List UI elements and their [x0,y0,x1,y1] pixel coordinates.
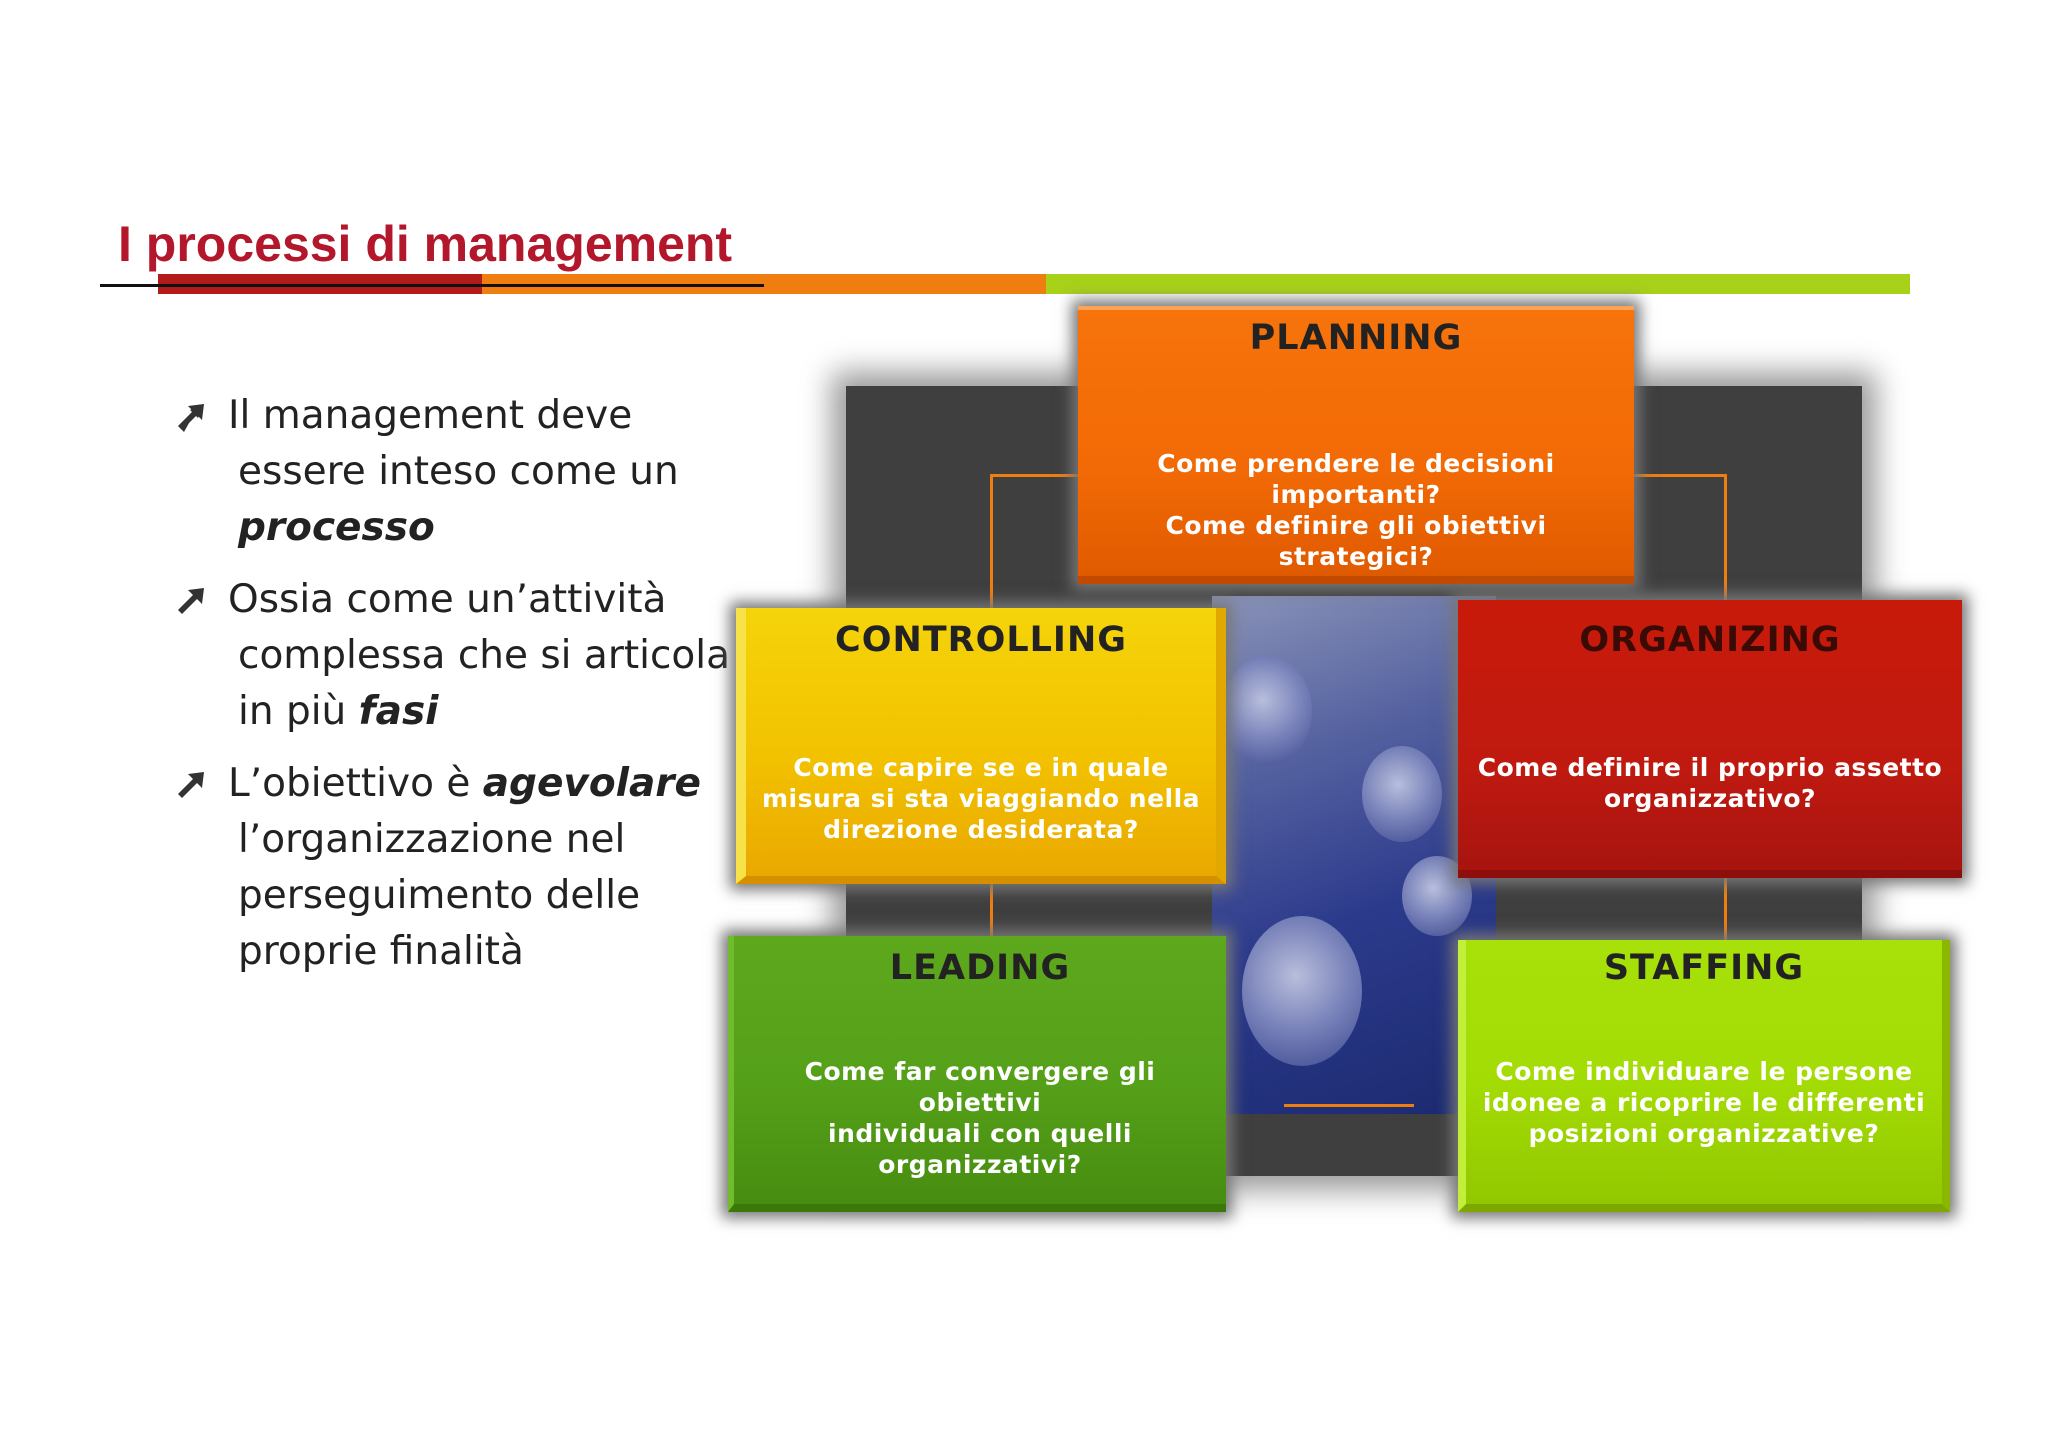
bullet-text: l’organizzazione nel [238,817,626,862]
controlling-title: CONTROLLING [835,620,1127,660]
leading-box: LEADING Come far convergere gli obiettiv… [728,936,1226,1212]
arrow-up-right-icon [178,404,204,432]
title-underline [100,284,764,287]
bullet-emphasis: processo [238,505,435,550]
connector-line [1634,474,1726,477]
bullet-item: Ossia come un’attività complessa che si … [170,572,730,740]
bullet-emphasis: agevolare [482,761,701,806]
organizing-box: ORGANIZING Come definire il proprio asse… [1458,600,1962,878]
bullet-list: Il management deve essere inteso come un… [170,388,730,996]
staffing-text: Come individuare le persone idonee a ric… [1482,1057,1926,1148]
bullet-text: proprie finalità [238,929,524,974]
leading-title: LEADING [889,948,1071,988]
planning-title: PLANNING [1249,318,1463,358]
bullet-text: perseguimento delle [238,873,641,918]
connector-line [990,474,993,608]
people-photo [1212,596,1496,1114]
bullet-text: complessa che si articola [238,633,731,678]
planning-box: PLANNING Come prendere le decisioni impo… [1078,306,1634,584]
title-bar-orange [482,274,1046,294]
bullet-text: L’obiettivo è [228,761,483,806]
connector-line [1724,474,1727,600]
organizing-title: ORGANIZING [1579,620,1841,660]
slide-title: I processi di management [118,216,733,272]
connector-line [990,884,993,936]
bullet-text: Ossia come un’attività [228,577,667,622]
leading-text: Come far convergere gli obiettivi indivi… [804,1057,1156,1179]
connector-line [1284,1104,1414,1107]
planning-text: Come prendere le decisioni importanti? C… [1157,449,1555,571]
organizing-text: Come definire il proprio assetto organiz… [1477,753,1943,813]
bullet-text: essere inteso come un [238,449,679,494]
controlling-text: Come capire se e in quale misura si sta … [761,753,1201,844]
bullet-text: Il management deve [228,393,633,438]
arrow-up-right-icon [178,588,204,614]
connector-line [990,474,1078,477]
title-bar-green [1046,274,1910,294]
bullet-emphasis: fasi [358,689,439,734]
bullet-item: Il management deve essere inteso come un… [170,388,730,556]
connector-line [1724,878,1727,940]
staffing-box: STAFFING Come individuare le persone ido… [1458,940,1950,1212]
staffing-title: STAFFING [1603,948,1805,988]
bullet-item: L’obiettivo è agevolare l’organizzazione… [170,756,730,980]
arrow-up-right-icon [178,772,204,798]
controlling-box: CONTROLLING Come capire se e in quale mi… [736,608,1226,884]
bullet-text: in più [238,689,359,734]
